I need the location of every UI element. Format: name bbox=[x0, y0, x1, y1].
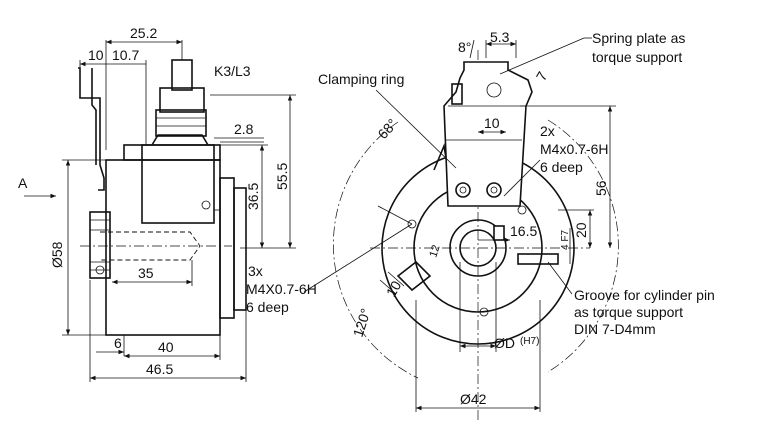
groove-slot bbox=[517, 253, 559, 265]
dim-bore-tolerance: (H7) bbox=[520, 336, 539, 347]
dim-42: Ø42 bbox=[460, 391, 487, 407]
connector-base bbox=[141, 144, 215, 224]
dim-10-7: 10.7 bbox=[112, 47, 139, 63]
label-groove-1: Groove for cylinder pin bbox=[574, 287, 715, 303]
housing-screw bbox=[201, 200, 211, 210]
dim-bore-d: ØD bbox=[494, 335, 515, 351]
label-2x-thread-3: 6 deep bbox=[540, 159, 583, 175]
bracket-inner bbox=[91, 68, 97, 165]
connector-label: K3/L3 bbox=[214, 63, 251, 79]
encoder-housing bbox=[105, 159, 221, 336]
dim-10: 10 bbox=[88, 47, 104, 63]
dim-46-5: 46.5 bbox=[146, 361, 173, 377]
connector-nut bbox=[155, 109, 207, 137]
dim-20: 20 bbox=[573, 222, 589, 238]
dim-35: 35 bbox=[138, 265, 154, 281]
dim-4f7: 4 F7 bbox=[560, 230, 571, 250]
hollow-shaft-hidden bbox=[100, 231, 201, 261]
dim-56: 56 bbox=[593, 180, 609, 196]
dim-120deg: 120° bbox=[350, 306, 374, 338]
mount-hole-2 bbox=[517, 205, 527, 215]
spring-plate-hole bbox=[486, 82, 502, 98]
leader-3x-thread bbox=[303, 223, 413, 293]
label-3x-thread-2: M4X0.7-6H bbox=[246, 281, 317, 297]
thread-hole-a bbox=[455, 182, 471, 198]
leader-spring-plate bbox=[499, 37, 585, 75]
dim-5-3: 5.3 bbox=[490, 29, 510, 45]
dim-2-8: 2.8 bbox=[234, 121, 254, 137]
label-clamping-ring: Clamping ring bbox=[318, 71, 404, 87]
leader-groove bbox=[547, 261, 573, 295]
front-view: 8° 5.3 7 10 68° 56 16.5 20 4 F7 12 10 12… bbox=[246, 29, 715, 420]
rear-step bbox=[233, 187, 247, 311]
spring-plate-tab bbox=[451, 83, 463, 105]
label-groove-3: DIN 7-D4mm bbox=[574, 321, 656, 337]
dim-6: 6 bbox=[114, 335, 122, 351]
label-3x-thread-3: 6 deep bbox=[246, 299, 289, 315]
label-2x-thread-2: M4x0.7-6H bbox=[540, 141, 608, 157]
bolt-circle-arc-left bbox=[333, 121, 419, 379]
dim-16-5: 16.5 bbox=[510, 223, 537, 239]
label-spring-plate-2: torque support bbox=[592, 49, 682, 65]
dim-55-5: 55.5 bbox=[274, 163, 290, 190]
thread-hole-b bbox=[486, 182, 502, 198]
connector-body bbox=[159, 87, 205, 113]
view-arrow-label: A bbox=[18, 175, 28, 191]
label-groove-2: as torque support bbox=[574, 304, 683, 320]
clamp-slot-left bbox=[396, 260, 432, 292]
mount-hole-1 bbox=[407, 219, 417, 229]
shaft-keyway bbox=[493, 225, 505, 241]
leader-2x-thread bbox=[503, 159, 541, 197]
dim-40: 40 bbox=[158, 339, 174, 355]
dim-58: Ø58 bbox=[49, 241, 65, 268]
dim-25-2: 25.2 bbox=[130, 25, 157, 41]
rear-cap bbox=[219, 177, 235, 319]
dim-7: 7 bbox=[533, 69, 551, 84]
clamping-ring-side bbox=[89, 211, 111, 279]
dim-10-slot: 10 bbox=[383, 278, 405, 300]
hollow-shaft-outer bbox=[449, 219, 507, 277]
connector-plug bbox=[171, 59, 193, 91]
hollow-shaft-bore bbox=[459, 229, 497, 267]
dim-36-5: 36.5 bbox=[245, 183, 261, 210]
housing-flange bbox=[123, 144, 221, 161]
leader-clamping-ring bbox=[375, 89, 457, 169]
side-view: 25.2 10 10.7 K3/L3 2.8 55.5 36.5 A Ø58 bbox=[18, 25, 296, 382]
dim-12: 12 bbox=[427, 244, 442, 259]
label-2x-thread-1: 2x bbox=[540, 123, 555, 139]
clamp-screw bbox=[95, 265, 105, 275]
dim-8deg: 8° bbox=[458, 39, 471, 55]
connector-neck bbox=[151, 134, 209, 146]
mounting-bracket bbox=[78, 67, 105, 191]
mount-hole-3 bbox=[479, 307, 489, 317]
dim-10-top: 10 bbox=[484, 115, 500, 131]
label-spring-plate-1: Spring plate as bbox=[592, 30, 685, 46]
bolt-circle-arc-right bbox=[547, 119, 619, 373]
label-3x-thread-1: 3x bbox=[248, 263, 263, 279]
